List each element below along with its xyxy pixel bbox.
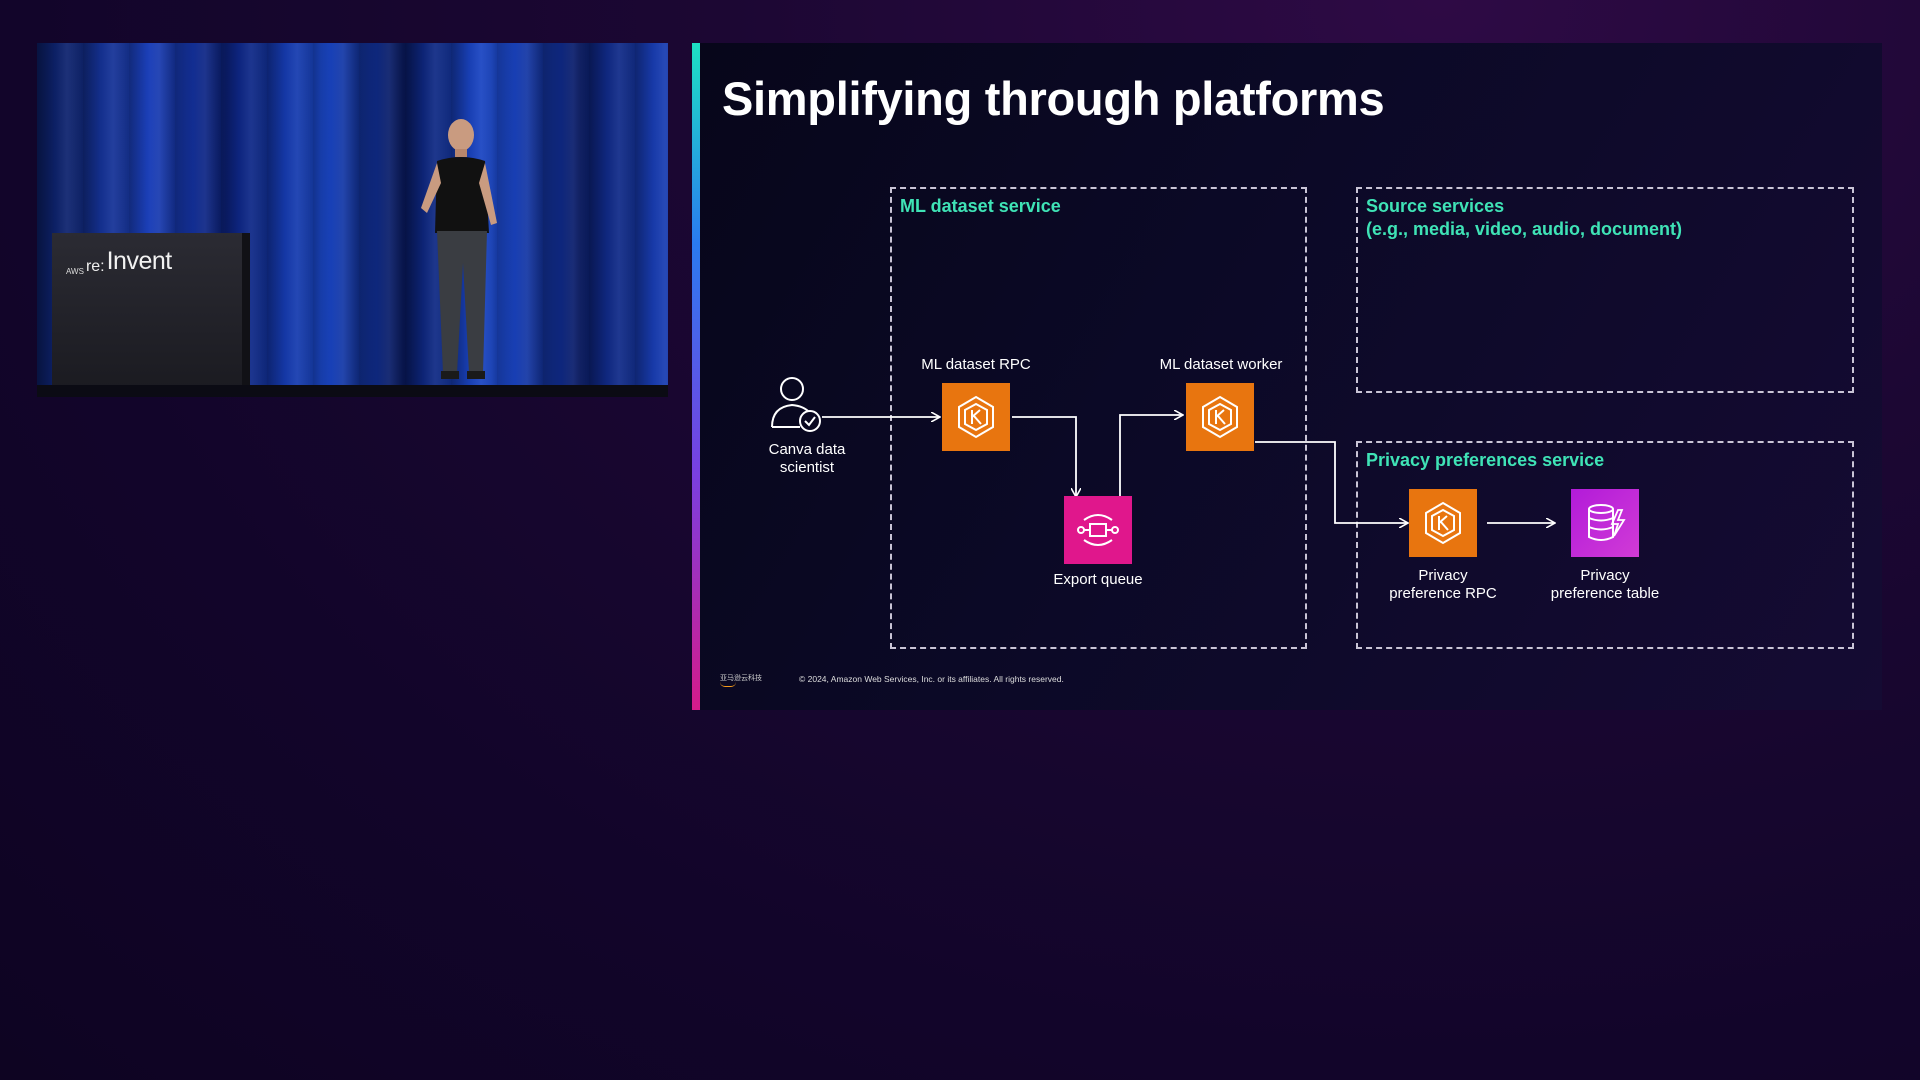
ml-dataset-worker-label: ML dataset worker (1159, 356, 1283, 373)
ml-dataset-service-label: ML dataset service (900, 196, 1061, 216)
data-scientist-label: Canva data scientist (768, 441, 846, 476)
arrow-rpc-to-queue (1012, 416, 1076, 496)
diagram-connectors (822, 43, 1882, 710)
privacy-preferences-service-label: Privacy preferences service (1366, 450, 1605, 470)
aws-china-logo: 亚马逊云科技 (720, 673, 762, 687)
logo-invent: Invent (106, 247, 173, 275)
user-check-icon (771, 377, 821, 432)
eks-icon (958, 395, 994, 439)
ml-dataset-rpc-label: ML dataset RPC (921, 356, 1031, 373)
logo-re: re: (85, 258, 105, 275)
logo-aws: AWS (66, 267, 84, 276)
aws-smile-icon (720, 682, 736, 687)
ml-dataset-service-group: ML dataset service (890, 187, 1307, 649)
source-services-label: Source services (e.g., media, video, aud… (1366, 196, 1683, 239)
presentation-slide: Simplifying through platforms ML dataset… (692, 43, 1882, 710)
speaker-figure (421, 119, 497, 379)
aws-china-logo-text: 亚马逊云科技 (720, 675, 762, 682)
eks-icon (1202, 395, 1238, 439)
export-queue-label: Export queue (1053, 571, 1143, 588)
source-services-group: Source services (e.g., media, video, aud… (1356, 187, 1854, 393)
privacy-preference-table-node (1571, 489, 1639, 557)
eks-icon (1425, 501, 1461, 545)
privacy-preference-table-label: Privacy preference table (1550, 567, 1660, 602)
sqs-icon (1077, 514, 1119, 546)
reinvent-logo: AWS re: Invent (66, 247, 172, 276)
privacy-preference-rpc-node (1409, 489, 1477, 557)
podium: AWS re: Invent (52, 233, 250, 397)
arrow-worker-to-privacy-rpc (1255, 441, 1407, 523)
copyright-notice: © 2024, Amazon Web Services, Inc. or its… (799, 674, 1064, 684)
slide-accent-bar (692, 43, 700, 710)
dynamodb-icon (1588, 504, 1626, 541)
speaker-video: AWS re: Invent (37, 43, 668, 397)
privacy-preference-rpc-label: Privacy preference RPC (1389, 567, 1497, 602)
arrow-queue-to-worker (1119, 415, 1182, 497)
stage-floor (37, 385, 668, 397)
ml-dataset-rpc-node (942, 383, 1010, 451)
slide-title: Simplifying through platforms (722, 72, 1385, 125)
export-queue-node (1064, 496, 1132, 564)
ml-dataset-worker-node (1186, 383, 1254, 451)
privacy-preferences-service-group: Privacy preferences service (1356, 441, 1854, 649)
